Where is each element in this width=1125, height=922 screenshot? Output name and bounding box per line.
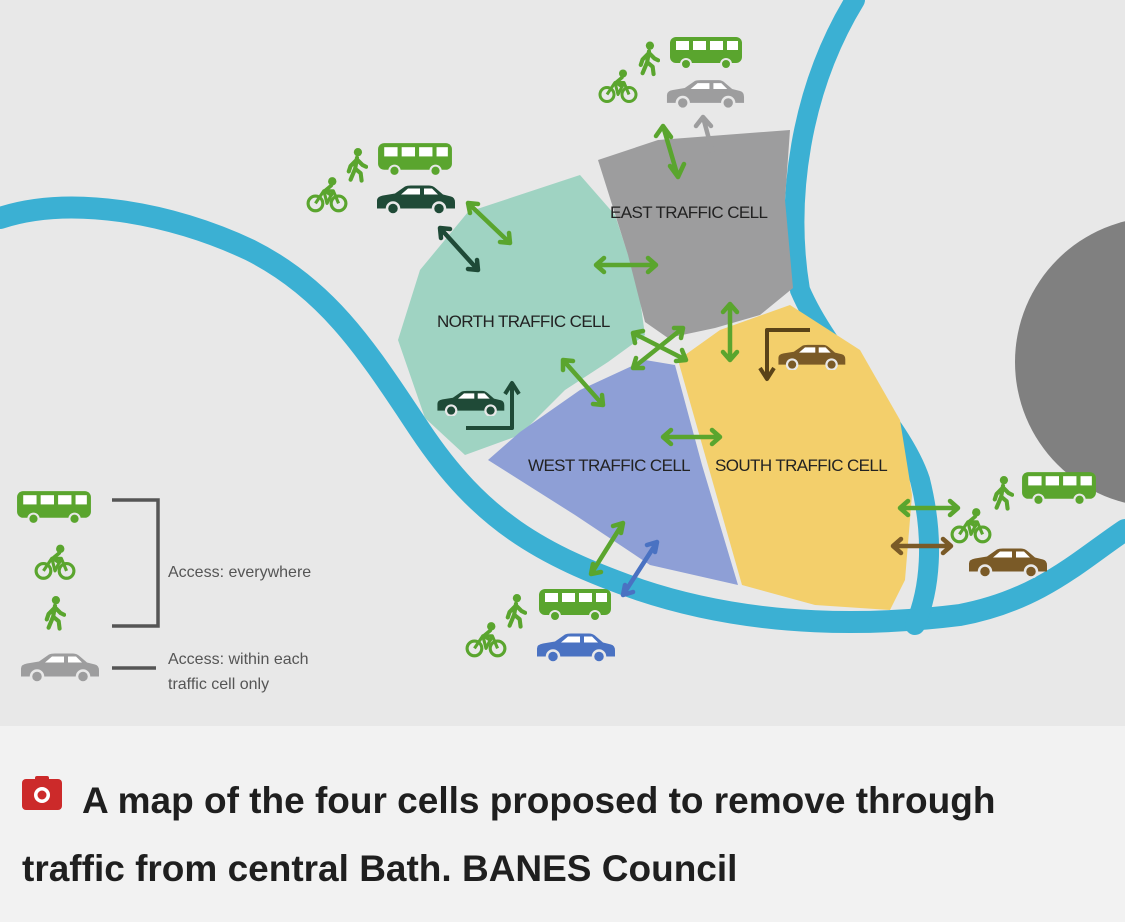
arrow-north-top-green (465, 200, 513, 246)
west-car-icon (535, 632, 617, 663)
arrow-east-south (720, 301, 740, 363)
east-car-icon (665, 78, 746, 109)
legend-bus-icon (16, 490, 92, 525)
caption-line-2: traffic from central Bath. BANES Council (22, 848, 738, 889)
south-walker-icon (995, 476, 1012, 509)
west-bike-icon (465, 621, 507, 658)
caption-line-1: A map of the four cells proposed to remo… (82, 780, 996, 821)
east-walker-icon (641, 42, 658, 75)
south-traffic-cell (678, 305, 912, 610)
arrow-south-right-brown (890, 536, 954, 556)
north-cell-turn-arrow (466, 381, 521, 430)
west-cell-label: WEST TRAFFIC CELL (528, 456, 690, 475)
legend: Access: everywhere Access: within each t… (16, 490, 311, 693)
arrow-north-west (560, 357, 606, 408)
east-bus-icon (668, 35, 744, 71)
access-arrows (437, 114, 961, 598)
legend-everywhere-label: Access: everywhere (168, 564, 311, 581)
west-traffic-cell (488, 360, 738, 585)
traffic-cells-map: EAST TRAFFIC CELL NORTH TRAFFIC CELL WES… (0, 0, 1125, 693)
east-cell-label: EAST TRAFFIC CELL (610, 203, 767, 222)
camera-icon (22, 776, 62, 810)
legend-within-label-line1: Access: within each (168, 651, 309, 668)
north-car-icon (375, 184, 457, 215)
south-cell-turn-arrow (758, 328, 810, 381)
east-bike-icon (598, 68, 638, 104)
north-bike-icon (306, 176, 348, 213)
north-cell-label: NORTH TRAFFIC CELL (437, 312, 610, 331)
caption-area (0, 726, 1125, 922)
arrow-south-right-green (897, 498, 961, 518)
south-bike-icon (950, 507, 992, 544)
south-bus-icon (1021, 471, 1097, 506)
arrow-east-top-green (653, 123, 687, 180)
east-traffic-cell (598, 130, 793, 338)
arrow-west-south (660, 427, 723, 447)
arrow-east-top-grey (693, 114, 724, 168)
south-cell-label: SOUTH TRAFFIC CELL (715, 456, 887, 475)
arrow-cross-2 (630, 328, 689, 364)
arrow-north-top-dark (437, 225, 481, 273)
north-bus-icon (377, 142, 453, 177)
south-car-icon (967, 547, 1049, 578)
west-bus-icon (538, 588, 612, 622)
grey-circle-overlay (1015, 221, 1125, 503)
arrow-north-east (593, 255, 659, 275)
legend-walker-icon (47, 596, 64, 629)
legend-bike-icon (34, 543, 76, 581)
north-walker-icon (349, 148, 366, 181)
legend-bracket (112, 498, 160, 628)
river-avon (0, 196, 1125, 634)
legend-within-label-line2: traffic cell only (168, 676, 269, 693)
arrow-west-bottom-blue (620, 539, 660, 598)
arrow-west-bottom-green (588, 520, 626, 577)
north-traffic-cell (398, 175, 645, 455)
legend-car-icon (19, 652, 101, 683)
west-walker-icon (508, 594, 525, 627)
